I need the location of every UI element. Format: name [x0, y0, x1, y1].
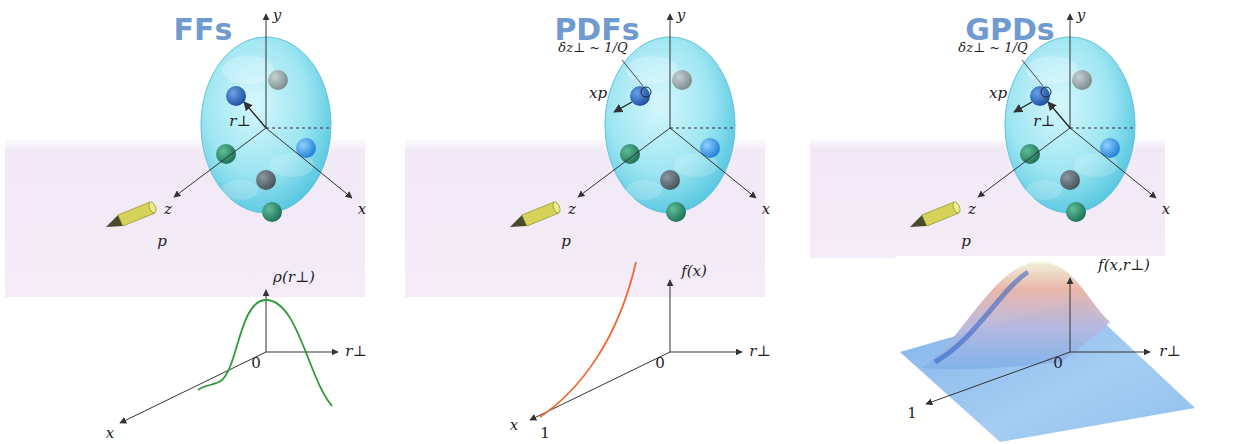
plot-axis: [670, 352, 742, 353]
axis-label: r⊥: [749, 343, 770, 360]
axis-label: x: [510, 417, 518, 434]
axis-label: x: [1162, 201, 1170, 218]
plot-axis: [120, 352, 266, 423]
resolution-circle: [1041, 87, 1051, 97]
momentum-label: p: [961, 233, 971, 250]
resolution-circle: [641, 87, 651, 97]
momentum-label: p: [157, 233, 167, 250]
vector-label: r⊥: [1033, 113, 1054, 130]
distribution-curve: [540, 262, 636, 417]
panel-title: FFs: [174, 13, 233, 48]
momentum-label: p: [561, 233, 571, 250]
axis-label: z: [164, 201, 172, 218]
momentum-arrow: [614, 102, 632, 112]
plot-axis: [1070, 352, 1150, 353]
axis-label: x: [762, 201, 770, 218]
leader-line: [622, 60, 643, 86]
gpd-ridge: [935, 272, 1028, 362]
plot-axis: [1070, 278, 1071, 352]
momentum-label: xp: [589, 85, 607, 102]
gpd-peak: [922, 262, 1110, 369]
origin-label: 0: [1053, 355, 1063, 372]
plot-axis: [670, 280, 671, 352]
vector-label: r⊥: [229, 113, 250, 130]
plot-axis: [266, 352, 338, 353]
plot-axis: [926, 352, 1070, 404]
axis-label: x: [106, 425, 114, 442]
axis-label: y: [677, 7, 685, 24]
plot-label: ρ(r⊥): [273, 269, 315, 286]
plot-ground: [895, 256, 1236, 444]
axis-label: z: [968, 201, 976, 218]
density-curve: [198, 300, 332, 406]
plot-label: f(x,r⊥): [1098, 257, 1150, 274]
leader-line: [1022, 60, 1043, 86]
axis-label: r⊥: [1159, 343, 1180, 360]
origin-label: 0: [655, 355, 665, 372]
axis-tick: 1: [540, 425, 550, 442]
axis-label: y: [273, 7, 281, 24]
axis-label: y: [1077, 7, 1085, 24]
origin-label: 0: [251, 355, 261, 372]
plot-label: f(x): [681, 263, 707, 280]
axis-tick: 1: [907, 405, 917, 422]
momentum-arrow: [1014, 102, 1032, 112]
axis-label: r⊥: [345, 343, 366, 360]
axis-label: z: [568, 201, 576, 218]
axis-label: x: [358, 201, 366, 218]
resolution-label: δz⊥ ~ 1/Q: [958, 41, 1027, 56]
momentum-label: xp: [989, 85, 1007, 102]
resolution-label: δz⊥ ~ 1/Q: [558, 41, 627, 56]
